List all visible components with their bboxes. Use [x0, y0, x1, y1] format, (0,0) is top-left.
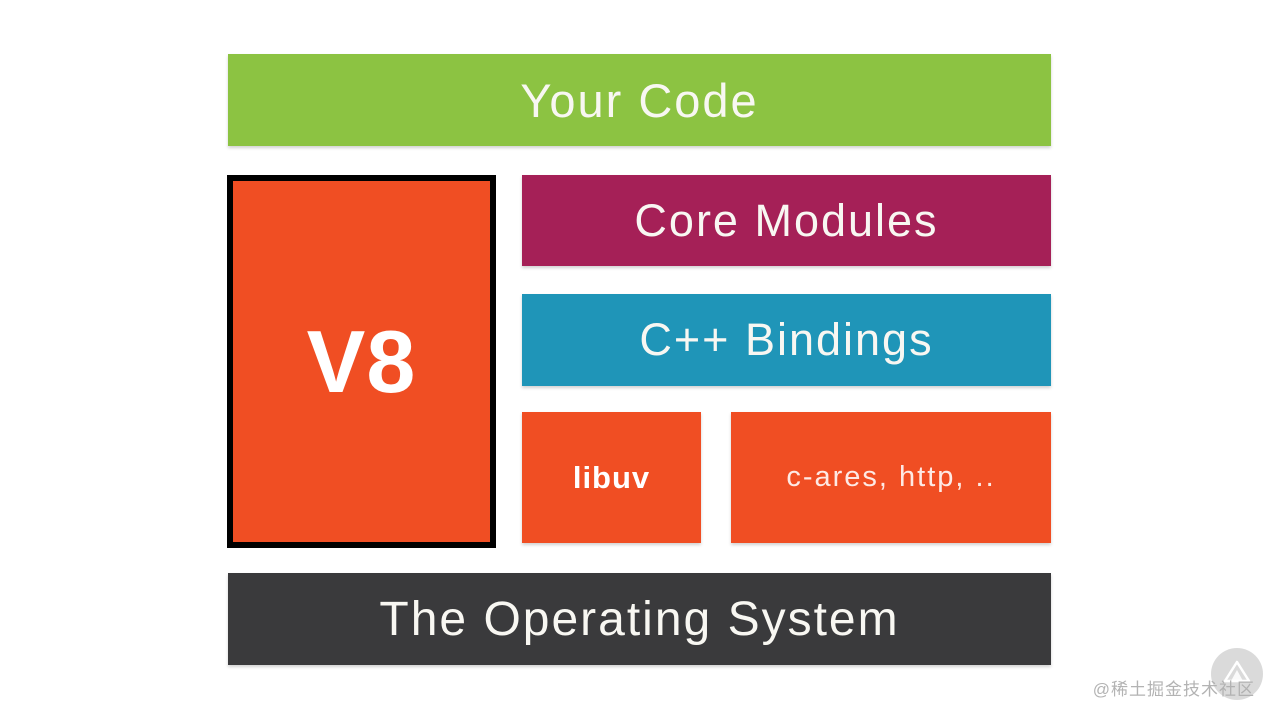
block-core-modules: Core Modules	[522, 175, 1051, 266]
juejin-gem-glyph	[1223, 660, 1251, 683]
block-c-ares-http-label: c-ares, http, ..	[786, 461, 996, 493]
block-your-code: Your Code	[228, 54, 1051, 146]
block-c-ares-http: c-ares, http, ..	[731, 412, 1051, 543]
watermark: @稀土掘金技术社区	[1005, 648, 1265, 708]
block-operating-system: The Operating System	[228, 573, 1051, 665]
block-cpp-bindings: C++ Bindings	[522, 294, 1051, 386]
block-cpp-bindings-label: C++ Bindings	[639, 314, 934, 365]
watermark-text: @稀土掘金技术社区	[1092, 680, 1255, 699]
block-core-modules-label: Core Modules	[634, 194, 939, 246]
block-libuv-label: libuv	[572, 459, 651, 495]
block-libuv: libuv	[522, 412, 701, 543]
juejin-logo-icon	[1211, 648, 1263, 700]
block-your-code-label: Your Code	[520, 73, 759, 127]
block-operating-system-label: The Operating System	[379, 592, 900, 646]
block-v8: V8	[227, 175, 496, 548]
block-v8-label: V8	[306, 311, 417, 411]
